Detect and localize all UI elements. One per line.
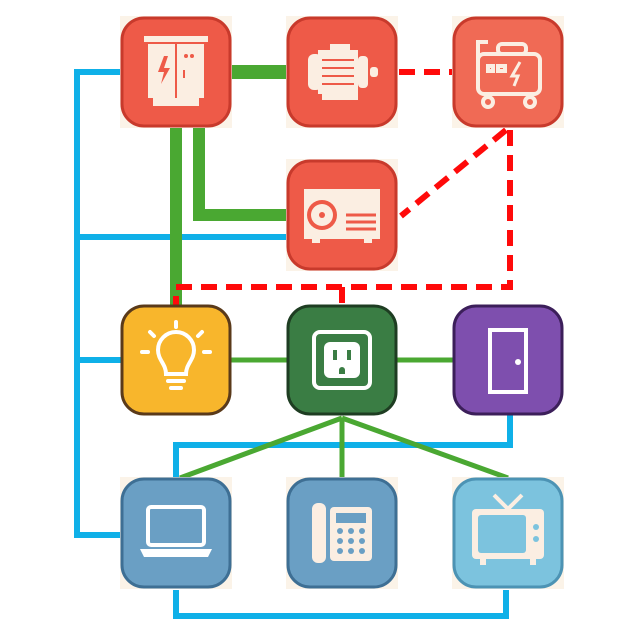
desk-phone-icon (312, 503, 372, 563)
laptop-icon (140, 505, 212, 557)
power-outlet-icon (312, 330, 372, 390)
electrical-cabinet-icon (144, 36, 208, 106)
node-light[interactable] (120, 304, 232, 416)
link-switchgear-laptop (74, 69, 121, 538)
node-generator[interactable] (452, 16, 564, 128)
link-laptop-tv (173, 590, 509, 619)
electric-motor-icon (308, 44, 378, 100)
node-switchgear[interactable] (120, 16, 232, 128)
node-motor[interactable] (286, 16, 398, 128)
node-phone[interactable] (286, 477, 398, 589)
link-generator-ac (399, 127, 508, 219)
node-tv[interactable] (452, 477, 564, 589)
air-conditioner-icon (304, 189, 380, 243)
link-switchgear-ac (193, 127, 287, 221)
generator-icon (476, 40, 542, 109)
red-dashed-links (173, 69, 513, 305)
node-outlet[interactable] (286, 304, 398, 416)
node-door[interactable] (452, 304, 564, 416)
link-generator-light (173, 130, 513, 305)
television-icon (472, 493, 544, 565)
door-icon (488, 328, 528, 394)
green-links (170, 65, 509, 481)
node-laptop[interactable] (120, 477, 232, 589)
node-ac-unit[interactable] (286, 159, 398, 271)
link-outlet-laptop (179, 415, 343, 481)
light-bulb-icon (140, 320, 212, 390)
link-outlet-tv (341, 415, 509, 481)
